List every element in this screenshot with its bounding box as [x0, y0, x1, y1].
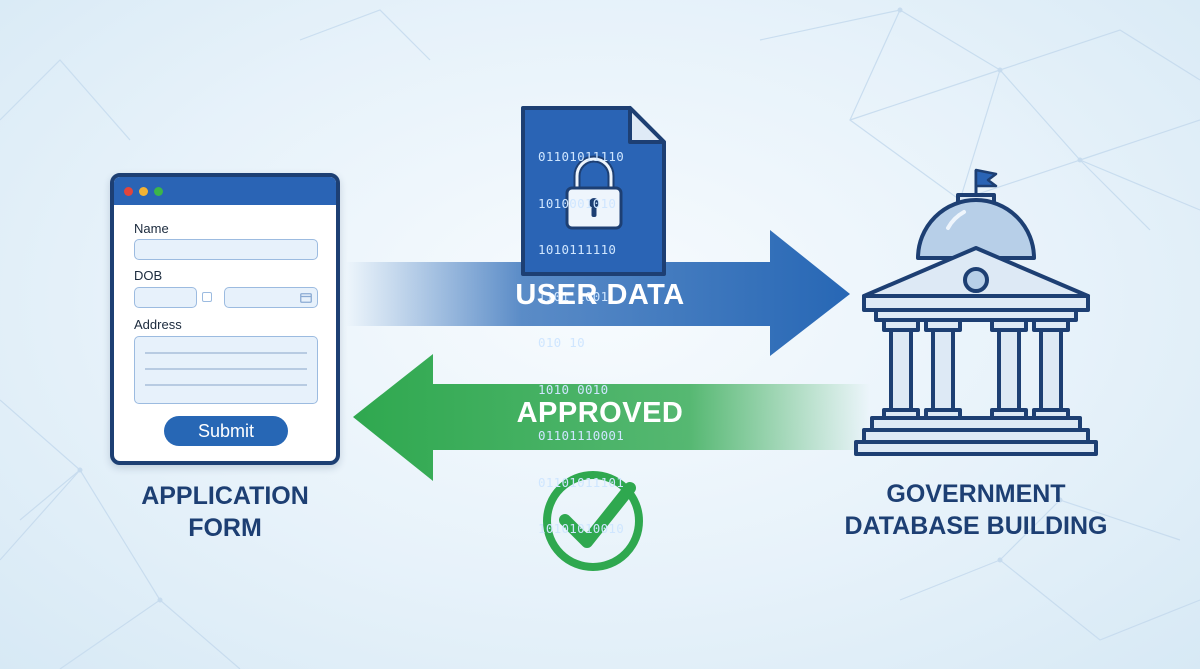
- application-form-caption: APPLICATION FORM: [141, 482, 309, 542]
- name-field[interactable]: [134, 239, 318, 260]
- minimize-dot-icon: [139, 187, 148, 196]
- binary-line: 010 10: [538, 335, 585, 350]
- name-label: Name: [134, 221, 169, 236]
- calendar-icon[interactable]: [300, 292, 312, 303]
- binary-line: 1010111110: [538, 242, 617, 257]
- address-field[interactable]: [134, 336, 318, 404]
- check-circle-icon: [543, 471, 643, 571]
- approved-label: APPROVED: [516, 397, 684, 429]
- binary-line: 01101110001: [538, 428, 625, 443]
- application-form-window: Name DOB Address Submit: [110, 173, 340, 465]
- binary-line: 1101 1001: [538, 288, 609, 304]
- dob-label: DOB: [134, 268, 163, 283]
- government-building-caption: GOVERNMENT DATABASE BUILDING: [844, 480, 1108, 540]
- dob-date-field[interactable]: [224, 287, 318, 308]
- binary-line: 1010 0010: [538, 381, 609, 397]
- address-line: [145, 352, 307, 354]
- submit-button[interactable]: Submit: [164, 416, 288, 446]
- binary-line: 10101010010: [538, 521, 625, 536]
- window-titlebar: [114, 177, 336, 205]
- user-data-arrow: [345, 230, 850, 356]
- maximize-dot-icon: [154, 187, 163, 196]
- dob-day-field[interactable]: [134, 287, 197, 308]
- binary-data-text: 01101011110 1010001010 1010111110 1101 1…: [538, 118, 624, 552]
- government-building-icon: [854, 168, 1098, 456]
- address-line: [145, 368, 307, 370]
- close-dot-icon: [124, 187, 133, 196]
- binary-line: 01101011101: [538, 474, 625, 490]
- address-label: Address: [134, 317, 182, 332]
- approved-arrow: [353, 354, 870, 481]
- padlock-icon: [565, 155, 623, 230]
- address-line: [145, 384, 307, 386]
- binary-line: 01101011110: [538, 149, 625, 164]
- binary-line: 1010001010: [538, 195, 617, 211]
- date-separator-icon: [202, 292, 212, 302]
- user-data-label: USER DATA: [515, 279, 685, 311]
